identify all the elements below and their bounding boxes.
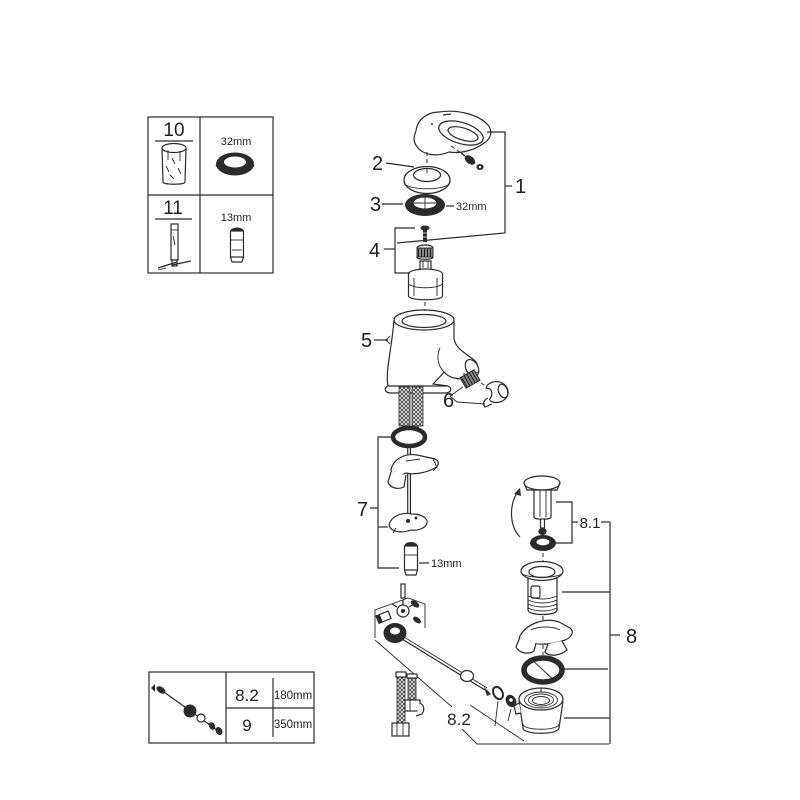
- socket-key-tool-icon: [157, 223, 192, 271]
- callout-8-label: 8: [626, 626, 637, 648]
- cap-group: 2: [372, 152, 451, 195]
- popup-plug-group: 8.1: [510, 475, 610, 561]
- seal-32mm-icon: [215, 152, 255, 176]
- mounting-sleeve-tool-icon: [161, 142, 187, 185]
- tool-ref-11: 11: [163, 198, 183, 219]
- cartridge: [407, 260, 444, 301]
- lengths-box: 8.2 180mm 9 350mm: [148, 671, 315, 744]
- rod-o-ring-1: [491, 685, 505, 701]
- tool-size-32mm: 32mm: [221, 136, 252, 148]
- callout-4-bracket: [394, 227, 415, 274]
- callout-8-1-bracket: [556, 501, 573, 544]
- joint-screw-2: [413, 616, 421, 624]
- callout-8-2-label: 8.2: [447, 710, 471, 729]
- retaining-ring-group: 3 32mm: [370, 193, 487, 216]
- callout-1-label: 1: [515, 176, 526, 198]
- handle-group: 1: [396, 110, 526, 244]
- callout-8-1-label: 8.1: [580, 515, 601, 532]
- lengths-ref-9: 9: [242, 716, 251, 735]
- fixing-set-group: 13mm 7: [357, 425, 462, 576]
- rod-ball: [459, 669, 475, 683]
- tool-ref-10: 10: [163, 120, 184, 141]
- drain-set-group: 8: [513, 522, 637, 744]
- drain-flange: [520, 560, 564, 616]
- rotation-arrow: [510, 491, 521, 538]
- plug-bead: [538, 528, 547, 535]
- callout-7-label: 7: [357, 499, 368, 521]
- dim-13mm-label: 13mm: [431, 558, 462, 570]
- handle-screw: [460, 152, 484, 170]
- plug-cap: [523, 475, 561, 491]
- cartridge-screw: [420, 225, 430, 242]
- callout-4-label: 4: [369, 240, 380, 262]
- callout-3-label: 3: [370, 194, 381, 216]
- flex-hoses: [391, 671, 425, 737]
- drain-o-ring: [521, 655, 565, 685]
- waste-clamp: [515, 619, 573, 656]
- bolt-13mm-icon: [229, 227, 245, 263]
- callout-5-label: 5: [361, 330, 372, 352]
- mousseur-group: 6: [443, 369, 509, 412]
- joint-screw-1: [410, 600, 420, 608]
- popup-rod-group: 8.2: [374, 583, 609, 745]
- lengths-val-180: 180mm: [274, 690, 312, 702]
- popup-rod-thumbnail: [151, 684, 223, 735]
- mousseur: [459, 369, 481, 389]
- joint-frame: [374, 597, 426, 638]
- joint-plug: [375, 610, 392, 625]
- tool-size-13mm: 13mm: [221, 212, 252, 224]
- callout-1-bracket: [396, 131, 506, 244]
- callout-6-bracket: [449, 386, 486, 405]
- callout-6-label: 6: [443, 390, 454, 412]
- dim-32mm-label: 32mm: [456, 201, 487, 213]
- drain-nut: [513, 687, 564, 734]
- cartridge-group: 4: [369, 225, 444, 313]
- rod-joint: [391, 600, 415, 618]
- lever-pin: [400, 583, 406, 599]
- bolt-13mm: [403, 542, 419, 576]
- popup-rod: [401, 638, 486, 691]
- ball-nozzle: [482, 381, 509, 408]
- cartridge-nut: [416, 244, 434, 260]
- tools-box: 10 32mm 11: [147, 116, 274, 274]
- mounting-bracket: [390, 454, 439, 476]
- lengths-ref-82: 8.2: [235, 686, 259, 705]
- lengths-val-350: 350mm: [274, 719, 312, 731]
- callout-7-bracket: [377, 436, 399, 569]
- callout-2-label: 2: [372, 153, 383, 175]
